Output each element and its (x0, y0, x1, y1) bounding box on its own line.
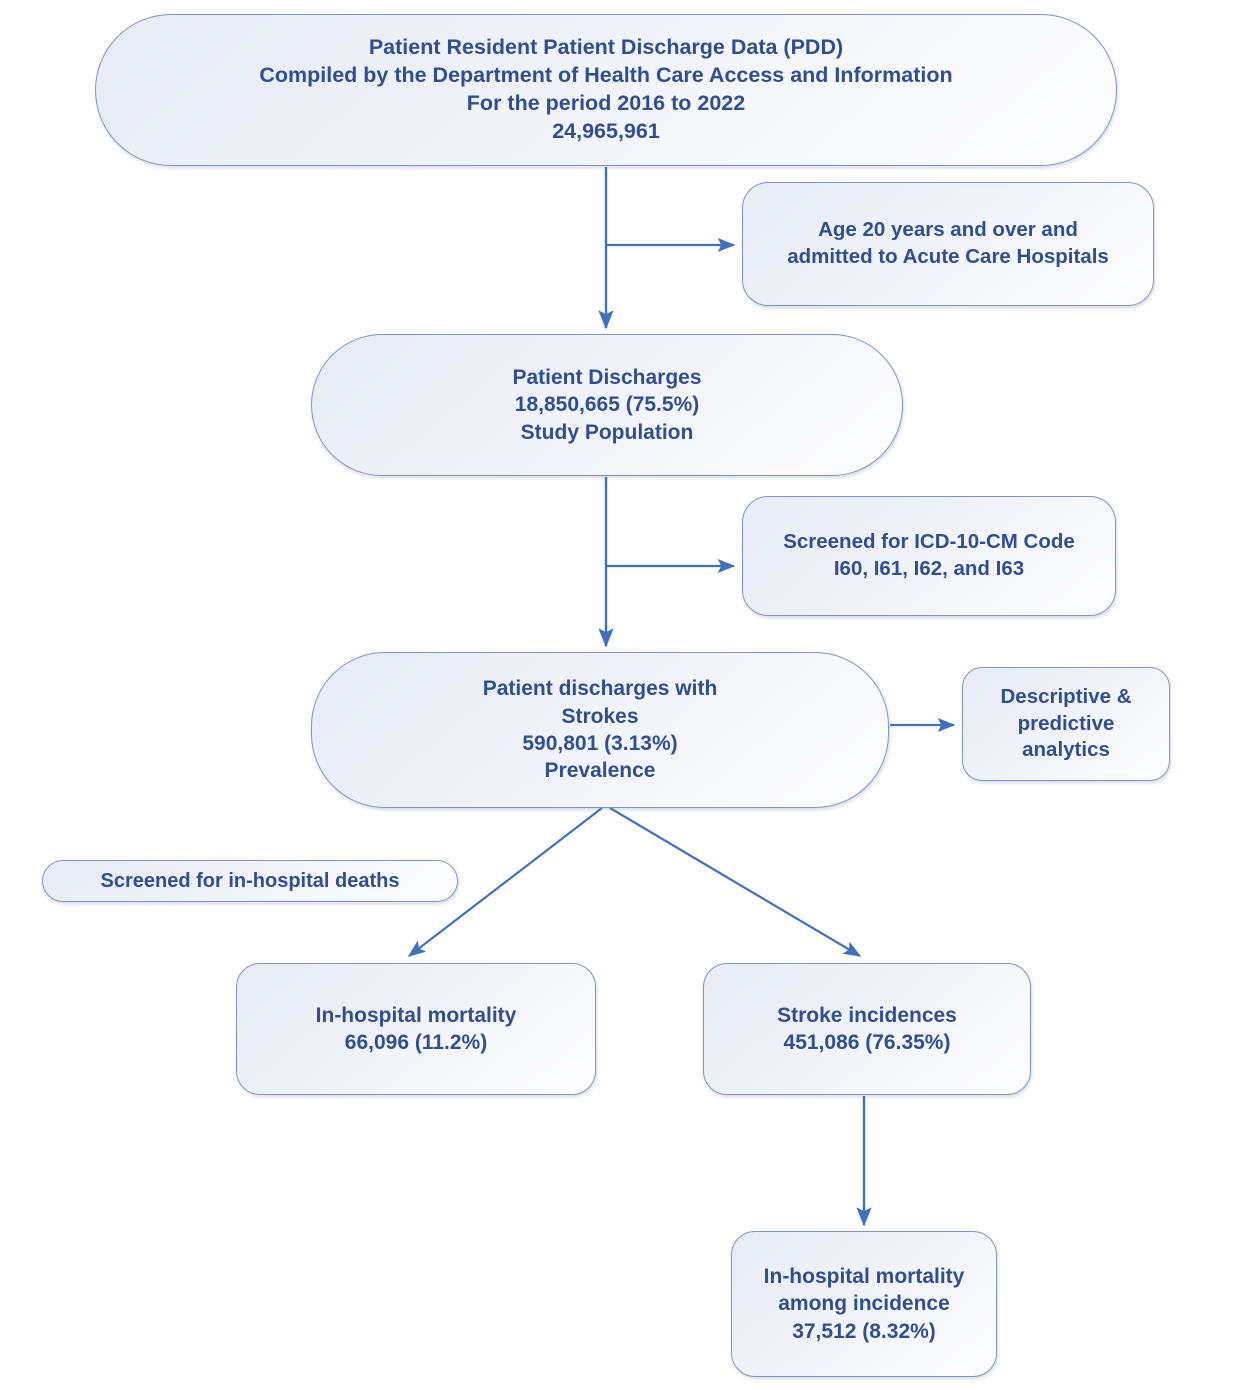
node-age-and-hospital-filter[interactable]: Age 20 years and over and admitted to Ac… (742, 182, 1154, 306)
node-data-source[interactable]: Patient Resident Patient Discharge Data … (95, 14, 1117, 166)
node-in-hospital-mortality-among-incidence-lines: In-hospital mortality among incidence 37… (732, 1263, 996, 1345)
node-in-hospital-mortality-line-1: In-hospital mortality (315, 1003, 517, 1027)
node-in-hospital-mortality-lines: In-hospital mortality 66,096 (11.2%) (237, 1002, 595, 1057)
node-in-hospital-mortality-among-incidence[interactable]: In-hospital mortality among incidence 37… (731, 1231, 997, 1377)
node-stroke-incidences-line-1: Stroke incidences (777, 1003, 957, 1027)
node-patient-discharges-with-strokes-line-1: Patient discharges with (482, 677, 718, 701)
node-in-hospital-mortality-among-incidence-line-1: In-hospital mortality (763, 1265, 965, 1289)
node-age-and-hospital-filter-lines: Age 20 years and over and admitted to Ac… (743, 217, 1153, 270)
node-data-source-line-2: Compiled by the Department of Health Car… (259, 63, 953, 88)
node-stroke-incidences-line-2: 451,086 (76.35%) (783, 1031, 951, 1054)
node-patient-discharges-with-strokes-line-2: Strokes (561, 704, 639, 728)
node-in-hospital-deaths-screen-line-1: Screened for in-hospital deaths (100, 870, 400, 892)
node-in-hospital-mortality-among-incidence-line-3: 37,512 (8.32%) (792, 1319, 936, 1343)
node-stroke-incidences-lines: Stroke incidences 451,086 (76.35%) (704, 1002, 1030, 1057)
node-age-and-hospital-filter-line-1: Age 20 years and over and (818, 218, 1078, 242)
node-icd-code-screen-lines: Screened for ICD-10-CM Code I60, I61, I6… (743, 529, 1115, 582)
node-data-source-line-3: For the period 2016 to 2022 (466, 91, 746, 115)
node-in-hospital-deaths-screen-lines: Screened for in-hospital deaths (43, 868, 457, 894)
node-data-source-line-4: 24,965,961 (552, 118, 660, 143)
node-descriptive-predictive-analytics-lines: Descriptive & predictive analytics (963, 684, 1169, 764)
node-icd-code-screen-line-1: Screened for ICD-10-CM Code (783, 530, 1075, 554)
node-patient-discharges-line-2: 18,850,665 (75.5%) (514, 393, 700, 417)
node-patient-discharges-with-strokes[interactable]: Patient discharges with Strokes 590,801 … (311, 652, 889, 808)
edge-strokes-to-incidences (609, 807, 862, 957)
node-patient-discharges-line-3: Study Population (520, 420, 694, 444)
node-patient-discharges-with-strokes-line-3: 590,801 (3.13%) (522, 732, 678, 755)
node-icd-code-screen-line-2: I60, I61, I62, and I63 (833, 557, 1025, 580)
node-patient-discharges-lines: Patient Discharges 18,850,665 (75.5%) St… (312, 364, 902, 446)
node-in-hospital-deaths-screen[interactable]: Screened for in-hospital deaths (42, 860, 458, 902)
node-stroke-incidences[interactable]: Stroke incidences 451,086 (76.35%) (703, 963, 1031, 1095)
node-age-and-hospital-filter-line-2: admitted to Acute Care Hospitals (787, 245, 1109, 268)
node-in-hospital-mortality-line-2: 66,096 (11.2%) (344, 1031, 488, 1054)
node-descriptive-predictive-analytics-line-1: Descriptive & (1000, 685, 1132, 709)
node-descriptive-predictive-analytics[interactable]: Descriptive & predictive analytics (962, 667, 1170, 781)
node-descriptive-predictive-analytics-line-2: predictive (1017, 711, 1115, 735)
node-descriptive-predictive-analytics-line-3: analytics (1022, 738, 1110, 762)
node-patient-discharges-with-strokes-line-4: Prevalence (544, 759, 656, 783)
node-icd-code-screen[interactable]: Screened for ICD-10-CM Code I60, I61, I6… (742, 496, 1116, 616)
node-patient-discharges-with-strokes-lines: Patient discharges with Strokes 590,801 … (312, 675, 888, 784)
node-in-hospital-mortality-among-incidence-line-2: among incidence (778, 1292, 950, 1316)
node-patient-discharges[interactable]: Patient Discharges 18,850,665 (75.5%) St… (311, 334, 903, 476)
node-patient-discharges-line-1: Patient Discharges (512, 366, 702, 390)
node-data-source-lines: Patient Resident Patient Discharge Data … (96, 34, 1116, 146)
node-data-source-line-1: Patient Resident Patient Discharge Data … (368, 35, 844, 60)
node-in-hospital-mortality[interactable]: In-hospital mortality 66,096 (11.2%) (236, 963, 596, 1095)
